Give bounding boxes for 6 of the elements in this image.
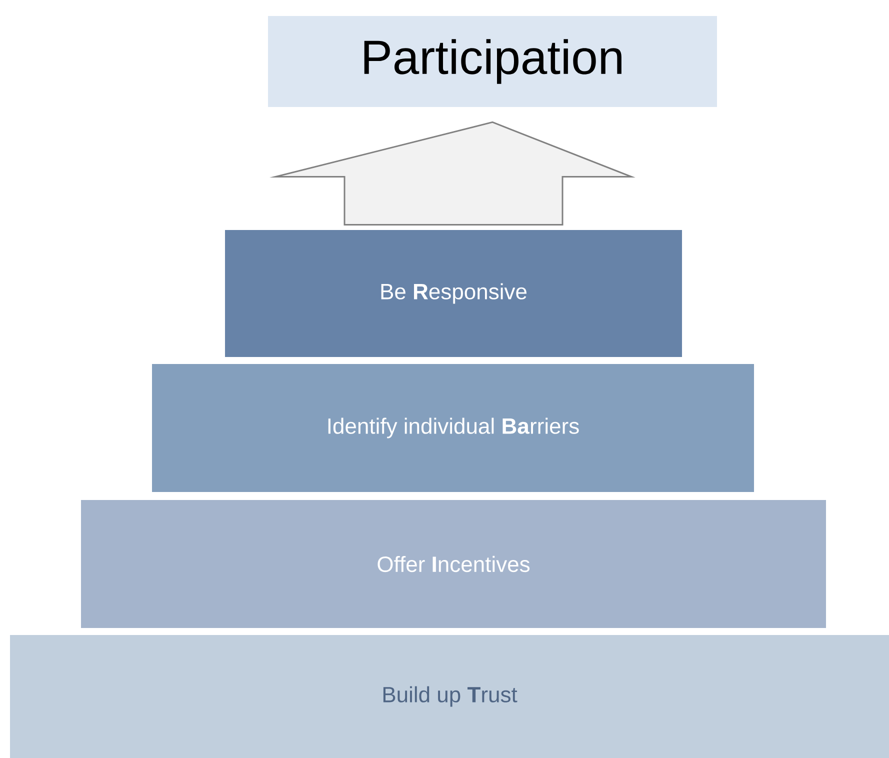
pyramid-tier: Build up Trust — [10, 635, 889, 758]
title-box: Participation — [268, 16, 717, 107]
block-arrow — [269, 121, 636, 226]
pyramid-tier: Be Responsive — [225, 230, 682, 357]
pyramid-tier: Offer Incentives — [81, 500, 826, 628]
pyramid-tier: Identify individual Barriers — [152, 364, 754, 492]
